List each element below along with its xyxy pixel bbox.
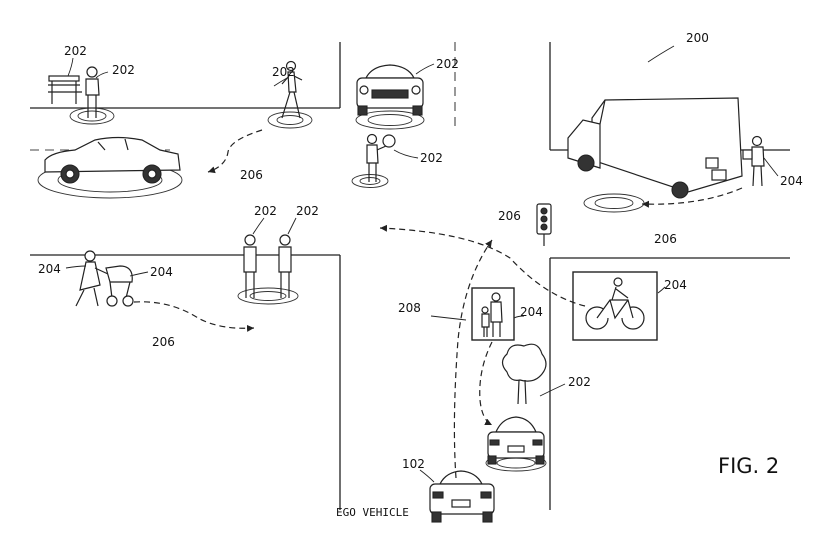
ref-204-delivery: 204: [780, 174, 803, 188]
seated-person-icon: [69, 66, 115, 125]
ref-202-person-b: 202: [296, 204, 319, 218]
cyclist-box-icon: [572, 271, 658, 341]
ref-202-seated: 202: [112, 63, 135, 77]
crossing-guard-icon: [351, 133, 396, 188]
ref-202-person-a: 202: [254, 204, 277, 218]
ref-202-tree: 202: [568, 375, 591, 389]
sedan-side-icon: [37, 136, 183, 199]
ego-vehicle-label: EGO VEHICLE: [336, 506, 409, 519]
pedestrian-box-icon: [471, 287, 515, 341]
ego-vehicle-icon: [429, 470, 495, 523]
ref-208: 208: [398, 301, 421, 315]
delivery-person-icon: [742, 135, 765, 187]
traffic-light-icon: [536, 203, 552, 246]
ref-102: 102: [402, 457, 425, 471]
path-cyclist: [379, 224, 586, 307]
ref-206-stroller: 206: [152, 335, 175, 349]
ref-206-delivery: 206: [654, 232, 677, 246]
ref-204-cyclist: 204: [664, 278, 687, 292]
ref-202-walker: 202: [272, 65, 295, 79]
ref-202-car-front: 202: [436, 57, 459, 71]
ref-206-cyclist: 206: [498, 209, 521, 223]
stroller-person-icon: [75, 250, 134, 307]
ref-204-stroller-person: 204: [38, 262, 61, 276]
leader-lines: [65, 45, 779, 483]
walking-person-icon: [267, 60, 313, 129]
car-rear-icon: [485, 416, 547, 472]
predicted-paths: [133, 129, 743, 479]
tree-icon: [501, 343, 547, 405]
path-stroller: [133, 301, 255, 332]
reference-numerals: 200 202 202 202 202 202 204 202 202 204 …: [38, 31, 803, 471]
ref-204-stroller: 204: [150, 265, 173, 279]
path-ego: [453, 239, 493, 479]
ref-206-walker: 206: [240, 168, 263, 182]
standing-people-icon: [237, 234, 299, 305]
path-pedestrians: [479, 341, 493, 426]
ref-202-guard: 202: [420, 151, 443, 165]
delivery-truck-icon: [567, 97, 743, 213]
figure-title: FIG. 2: [718, 454, 779, 478]
car-front-icon: [355, 64, 425, 130]
path-delivery: [641, 187, 743, 208]
ref-200: 200: [686, 31, 709, 45]
path-walker: [207, 129, 263, 174]
ref-202-bench: 202: [64, 44, 87, 58]
ref-204-pedestrians: 204: [520, 305, 543, 319]
bench-icon: [48, 75, 82, 104]
